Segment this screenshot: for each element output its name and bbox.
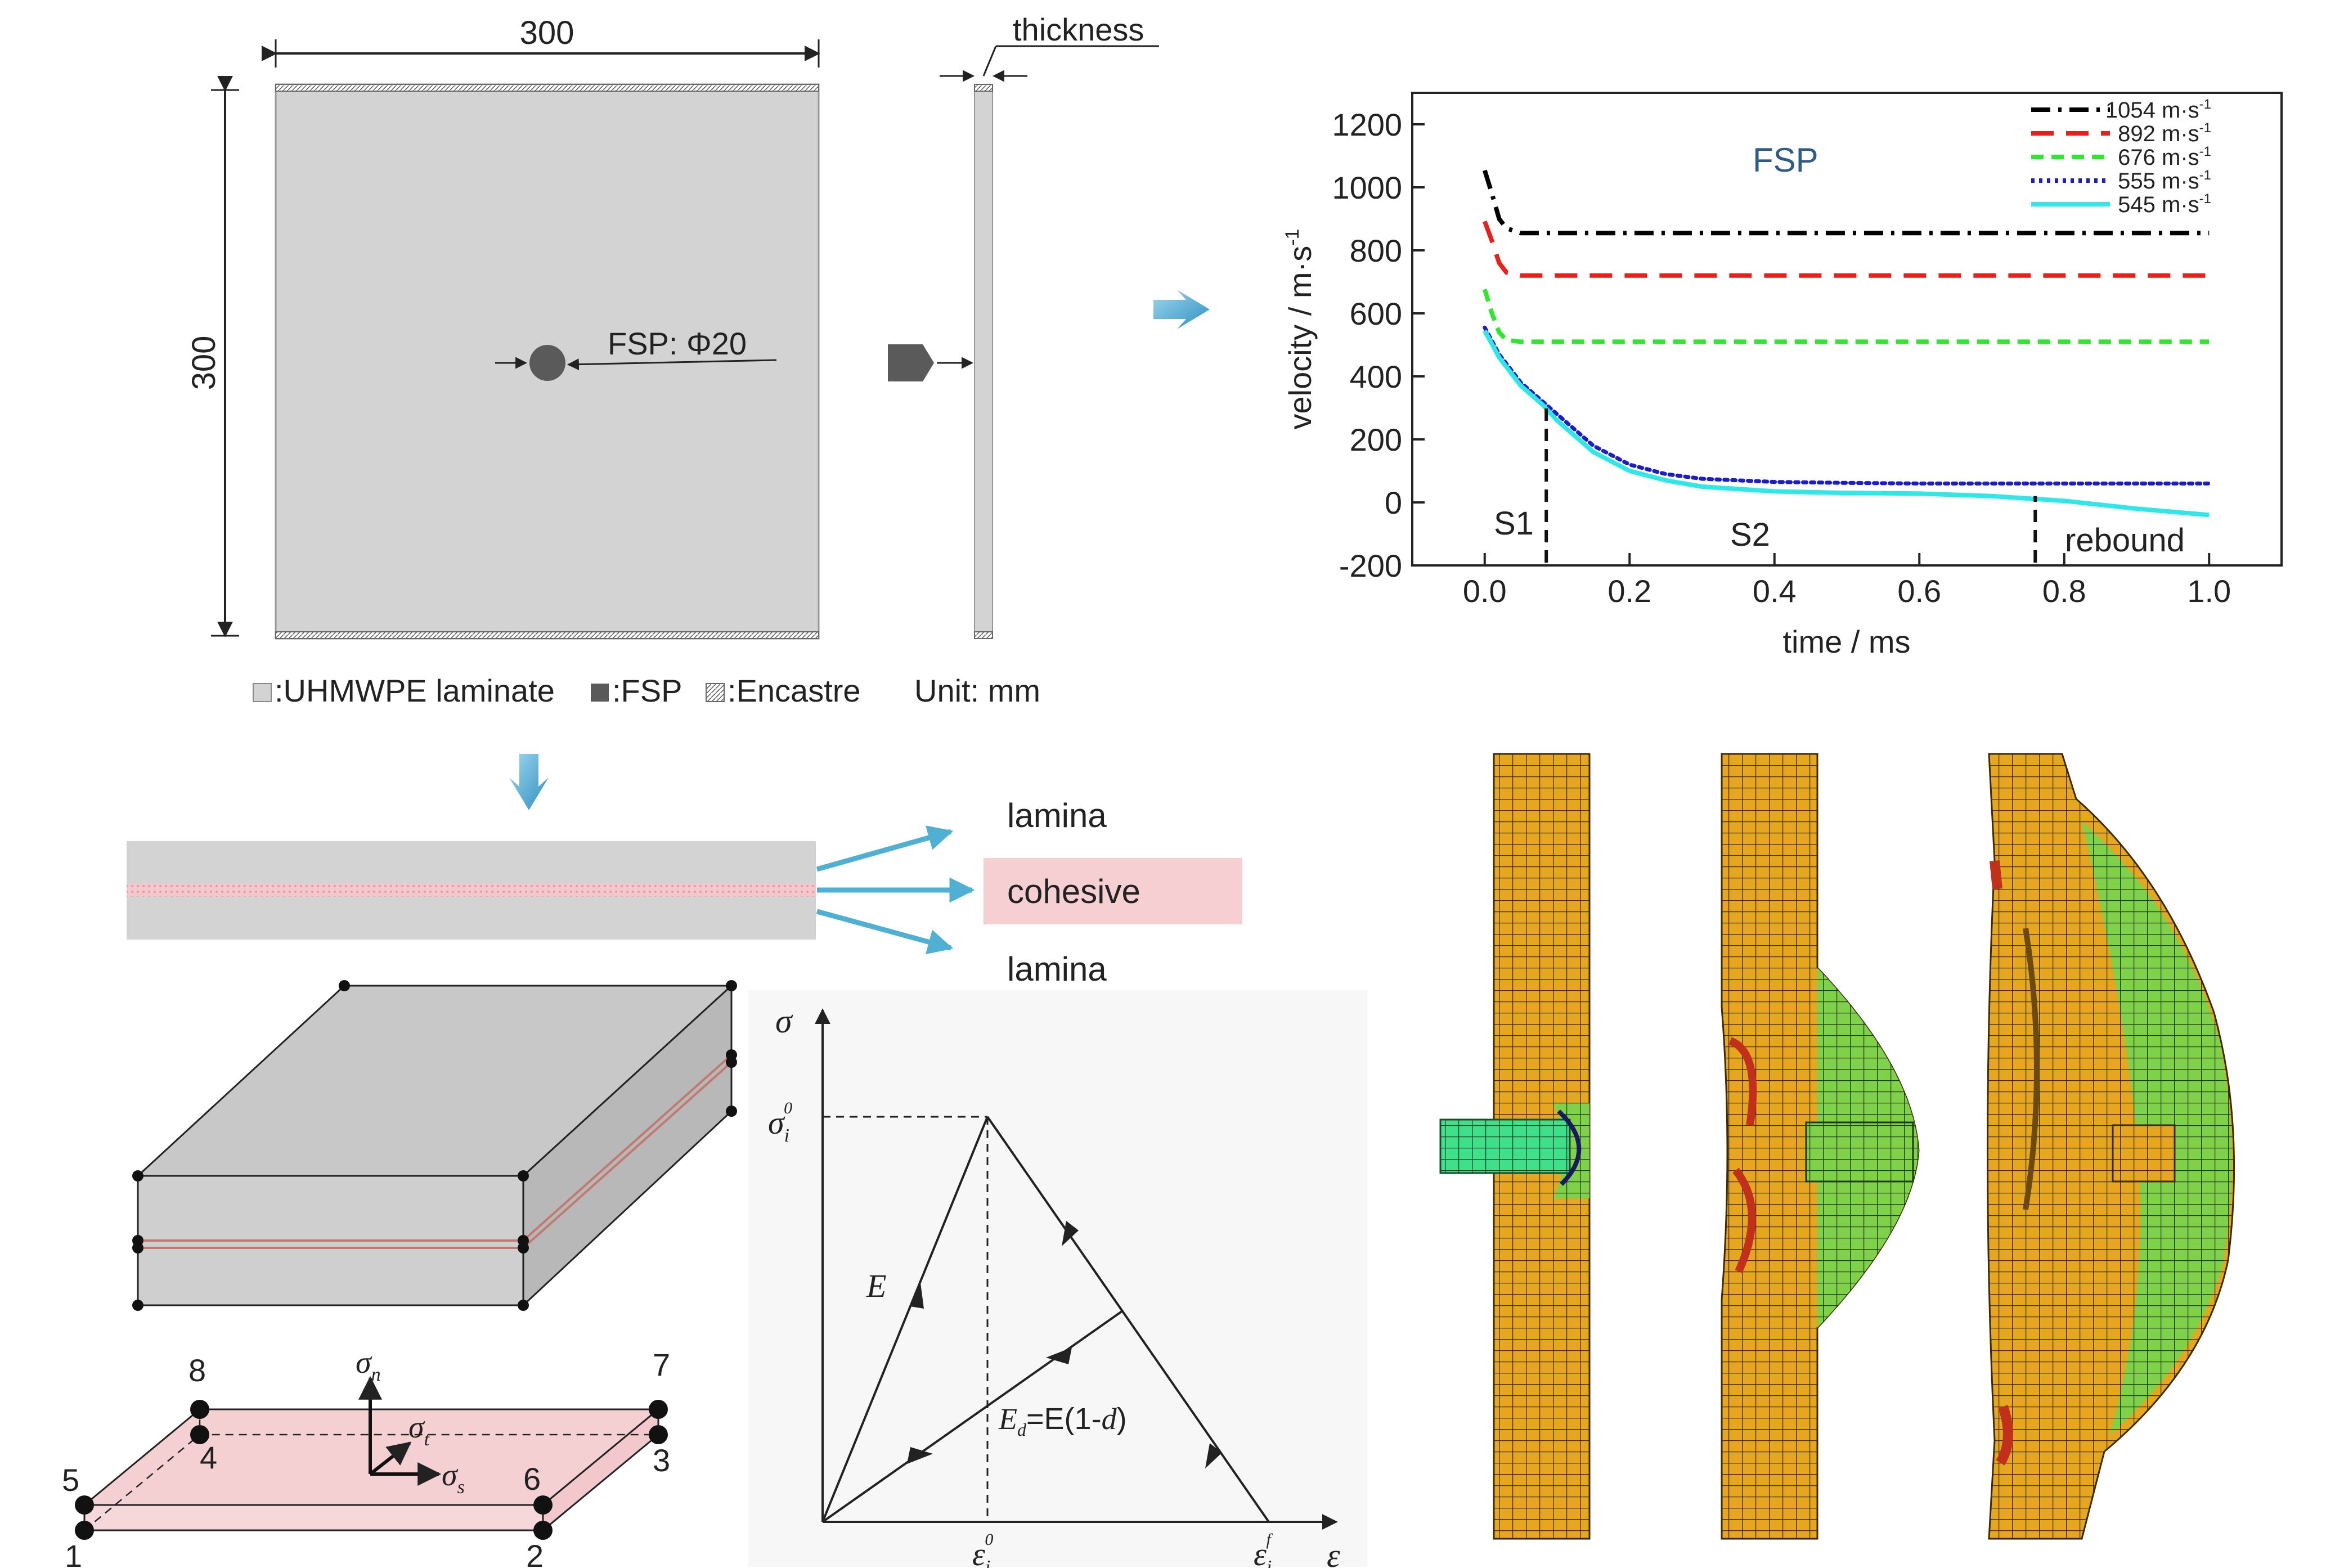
tsl-x-axis-label: ε bbox=[1327, 1537, 1340, 1568]
plate-geometry: 300 300 FSP: Φ20 thickness :UHMWPE lamin… bbox=[186, 12, 1159, 708]
node-4: 4 bbox=[200, 1440, 217, 1475]
snapshot-delamination bbox=[1987, 753, 2235, 1540]
encastre-bottom bbox=[275, 631, 819, 639]
sigma-n-label: σn bbox=[356, 1345, 381, 1385]
stage-label-s1: S1 bbox=[1494, 505, 1534, 542]
x-tick-label: 0.0 bbox=[1463, 573, 1507, 609]
node-6: 6 bbox=[523, 1461, 541, 1497]
y-axis-label: velocity / m·s-1 bbox=[1282, 229, 1318, 430]
tsl-y-axis-label: σ bbox=[775, 1003, 793, 1040]
x-tick-label: 1.0 bbox=[2187, 573, 2231, 609]
width-label: 300 bbox=[520, 15, 574, 51]
cohesive-layer-strip bbox=[127, 883, 816, 897]
y-tick-label: 400 bbox=[1350, 359, 1402, 394]
legend-entry-0: 1054 m·s-1 bbox=[2105, 97, 2211, 123]
unloading-line bbox=[821, 1310, 1124, 1523]
node-8: 8 bbox=[188, 1353, 206, 1388]
damaged-slope-label: Ed=E(1-d) bbox=[998, 1402, 1127, 1440]
legend-entry-3: 555 m·s-1 bbox=[2118, 168, 2211, 194]
series-line-0 bbox=[1482, 169, 2210, 236]
chart-frame bbox=[1411, 92, 2283, 567]
laminate-layer-strip: lamina cohesive lamina bbox=[127, 797, 1242, 988]
thickness-label: thickness bbox=[1013, 12, 1144, 47]
layer-label-top: lamina bbox=[1007, 797, 1107, 834]
fsp-label: FSP: Φ20 bbox=[608, 326, 747, 361]
snapshot-bulging bbox=[1721, 753, 1920, 1540]
y-tick-label: 600 bbox=[1350, 296, 1402, 331]
stage-label-rebound: rebound bbox=[2065, 522, 2185, 559]
series-line-4 bbox=[1483, 329, 2210, 518]
cohesive-element: 1 2 3 4 5 6 7 8 σn σt σs bbox=[62, 1345, 670, 1568]
legend-entry-4: 545 m·s-1 bbox=[2118, 191, 2211, 217]
height-label: 300 bbox=[186, 336, 222, 390]
fsp-circle bbox=[529, 345, 565, 381]
legend-fsp: :FSP bbox=[612, 673, 682, 708]
sigma-t-label: σt bbox=[408, 1410, 430, 1450]
sigma-s-label: σs bbox=[442, 1458, 465, 1498]
legend-encastre: :Encastre bbox=[728, 673, 861, 708]
layer-label-bottom: lamina bbox=[1007, 950, 1107, 988]
laminate-3d-block bbox=[132, 980, 737, 1311]
x-tick-label: 0.6 bbox=[1897, 573, 1941, 609]
fsp-side-projectile bbox=[888, 344, 934, 381]
flow-arrow-right-top bbox=[1153, 290, 1210, 329]
legend-entry-2: 676 m·s-1 bbox=[2118, 144, 2211, 170]
node-2: 2 bbox=[526, 1538, 544, 1568]
legend-unit: Unit: mm bbox=[914, 673, 1040, 708]
y-tick-label: 800 bbox=[1350, 233, 1402, 268]
node-5: 5 bbox=[62, 1462, 79, 1498]
traction-separation-law: σ ε σi0 εi0 εif E Ed=E(1-d) bbox=[748, 990, 1367, 1568]
slope-e-label: E bbox=[866, 1268, 886, 1304]
y-tick-label: 1200 bbox=[1332, 107, 1402, 142]
series-line-1 bbox=[1483, 221, 2210, 278]
node-3: 3 bbox=[653, 1443, 670, 1478]
x-axis-label: time / ms bbox=[1782, 624, 1910, 659]
series-line-3 bbox=[1483, 325, 2211, 486]
velocity-chart: 0.0 0.2 0.4 0.6 0.8 1.0 -200 0 200 400 600 800 1000 1… bbox=[1282, 92, 2283, 659]
side-view-plate bbox=[974, 84, 993, 639]
eps-0-label: εi0 bbox=[972, 1530, 993, 1568]
y-tick-label: 1000 bbox=[1332, 170, 1402, 205]
y-tick-label: 200 bbox=[1350, 422, 1402, 457]
cohesive-label-box bbox=[984, 858, 1242, 924]
x-tick-label: 0.4 bbox=[1753, 573, 1797, 609]
node-1: 1 bbox=[65, 1538, 82, 1568]
snapshot-initial-contact bbox=[1439, 753, 1591, 1540]
y-tick-label: 0 bbox=[1385, 485, 1402, 520]
softening-line bbox=[986, 1116, 1270, 1523]
flow-arrow-down bbox=[509, 754, 549, 810]
layer-label-middle: cohesive bbox=[1007, 873, 1140, 910]
x-tick-label: 0.2 bbox=[1607, 573, 1651, 609]
loading-line bbox=[821, 1116, 989, 1522]
x-tick-label: 0.8 bbox=[2042, 573, 2086, 609]
y-tick-label: -200 bbox=[1339, 548, 1402, 583]
legend-entry-1: 892 m·s-1 bbox=[2118, 120, 2211, 146]
stage-label-s2: S2 bbox=[1730, 516, 1770, 553]
chart-title: FSP bbox=[1753, 141, 1818, 179]
simulation-snapshots bbox=[1439, 753, 2235, 1540]
series-line-2 bbox=[1482, 289, 2210, 344]
sigma-peak-label: σi0 bbox=[768, 1099, 792, 1146]
node-7: 7 bbox=[653, 1347, 670, 1382]
encastre-top bbox=[275, 84, 819, 92]
legend-laminate: :UHMWPE laminate bbox=[275, 673, 555, 708]
